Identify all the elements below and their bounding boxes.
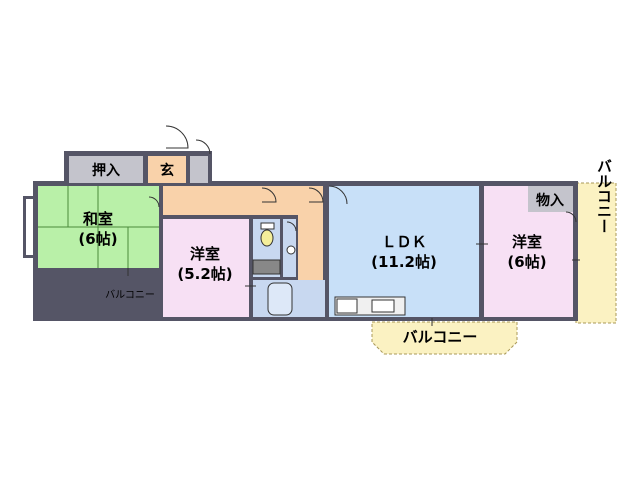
youshitsu-left-room (163, 219, 249, 317)
ldk-size: (11.2帖) (371, 253, 437, 271)
youshitsu-right-name: 洋室 (512, 233, 542, 251)
sliding-doors (127, 243, 580, 326)
washitsu-size: (6帖) (78, 230, 117, 248)
balcony-bottom-area (371, 321, 518, 355)
monoire-storage (528, 186, 573, 212)
toilet-tank (260, 222, 275, 230)
washitsu-name: 和室 (83, 210, 113, 228)
genkan-label: 玄 (160, 162, 174, 179)
balcony-bottom-label: バルコニー (403, 328, 478, 346)
bay-window-glass (26, 199, 33, 255)
corridor (163, 186, 323, 215)
stove (336, 298, 358, 314)
youshitsu-left-size: (5.2帖) (177, 265, 232, 283)
ldk-name: ＬＤＫ (381, 233, 426, 251)
oshiire-storage (69, 156, 143, 183)
youshitsu-right-size: (6帖) (507, 253, 546, 271)
balcony-left-label: バルコニー (105, 289, 155, 301)
oshiire-label: 押入 (92, 162, 120, 179)
bathtub (267, 282, 293, 316)
balcony-right-label: バルコニー (595, 159, 613, 234)
balcony-right-area (575, 182, 617, 324)
door-swings (148, 125, 577, 232)
youshitsu-left-name: 洋室 (190, 245, 220, 263)
genkan-entrance (148, 156, 186, 183)
genkan-step (190, 156, 208, 183)
toilet-bowl (260, 229, 274, 247)
ldk-room (329, 186, 479, 317)
tatami-lines (38, 186, 159, 268)
monoire-label: 物入 (536, 192, 564, 209)
washbasin (286, 245, 296, 255)
kitchen-sink (371, 299, 395, 313)
toilet-shelf (252, 259, 281, 275)
